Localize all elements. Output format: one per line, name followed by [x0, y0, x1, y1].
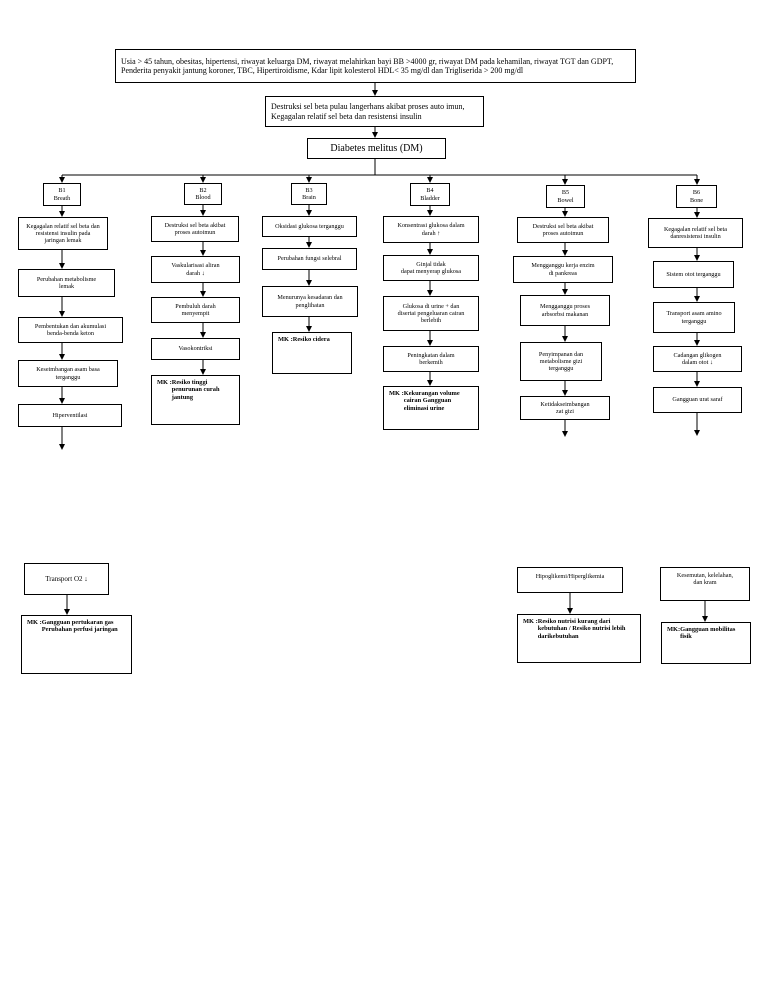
b1-step-2: Perubahan metabolisme lemak: [18, 269, 115, 297]
b3-mk-title: MK :: [278, 336, 293, 343]
b1-step-4: Keseimbangan asam basa terganggu: [18, 360, 118, 387]
b2-step-2: Vaskularisasi aliran darah ↓: [151, 256, 240, 283]
b6-step-3: Transport asam amino terganggu: [653, 302, 735, 333]
b4-step-2: Ginjal tidak dapat menyerap glukosa: [383, 255, 479, 281]
header-b2: B2 Blood: [184, 183, 222, 205]
b6-step-1: Kegagalan relatif sel beta danresistensi…: [648, 218, 743, 248]
pathophysiology-box: Destruksi sel beta pulau langerhans akib…: [265, 96, 484, 127]
b2-step-1: Destruksi sel beta akibat proses autoimu…: [151, 216, 239, 242]
b2-step-3: Pembuluh darah menyempit: [151, 297, 240, 323]
b6-mk-title: MK:: [667, 626, 681, 633]
b1-step-1: Kegagalan relatif sel beta dan resistens…: [18, 217, 108, 250]
b1-step-3: Pembentukan dan akumulasi benda-benda ke…: [18, 317, 123, 343]
risk-factors-box: Usia > 45 tahun, obesitas, hipertensi, r…: [115, 49, 636, 83]
header-b6: B6 Bone: [676, 185, 717, 208]
b3-mk-box: MK : Resiko cidera: [272, 332, 352, 374]
b4-mk-title: MK :: [389, 390, 404, 397]
b4-step-3: Glukosa di urine + dan disertai pengelua…: [383, 296, 479, 331]
header-b3: B3 Brain: [291, 183, 327, 205]
b2-mk-box: MK : Resiko tinggi penurunan curah jantu…: [151, 375, 240, 425]
b5-lower-box: Hipoglikemi/Hiperglikemia: [517, 567, 623, 593]
b5-step-3: Mengganggu proses arbsorbsi makanan: [520, 295, 610, 326]
b5-mk-box: MK : Resiko nutrisi kurang dari kebutuha…: [517, 614, 641, 663]
b2-mk-text: Resiko tinggi penurunan curah jantung: [171, 379, 220, 401]
b3-mk-text: Resiko cidera: [292, 336, 330, 343]
b1-step-5: Hiperventilasi: [18, 404, 122, 427]
b5-step-1: Destruksi sel beta akibat proses autoimu…: [517, 217, 609, 243]
b2-step-4: Vasokontriksi: [151, 338, 240, 360]
b6-mk-text: Gangguan mobilitas fisik: [680, 626, 736, 641]
b3-step-3: Menurunya kesadaran dan penglihatan: [262, 286, 358, 317]
b6-step-4: Cadangan glikogen dalam otot ↓: [653, 346, 742, 372]
b5-step-5: Ketidakseimbangan zat gizi: [520, 396, 610, 420]
b6-step-2: Sistem otot terganggu: [653, 261, 734, 288]
b1-mk-title: MK :: [27, 619, 42, 626]
b4-mk-text: Kekurangan volume cairan Gangguan elimin…: [403, 390, 460, 412]
b4-mk-box: MK : Kekurangan volume cairan Gangguan e…: [383, 386, 479, 430]
b5-mk-text: Resiko nutrisi kurang dari kebutuhan / R…: [537, 618, 626, 640]
b1-lower-box: Transport O2 ↓: [24, 563, 109, 595]
b4-step-4: Peningkatan dalam berkemih: [383, 346, 479, 372]
header-b5: B5 Bowel: [546, 185, 585, 208]
b5-mk-title: MK :: [523, 618, 538, 625]
b3-step-1: Oksidasi glukosa terganggu: [262, 216, 357, 237]
header-b4: B4 Bladder: [410, 183, 450, 206]
header-b1: B1 Breath: [43, 183, 81, 206]
b1-mk-box: MK : Gangguan pertukaran gas Perubahan p…: [21, 615, 132, 674]
b3-step-2: Perubahan fungsi selebral: [262, 248, 357, 270]
b5-step-2: Mengganggu kerja enzim di pankreas: [513, 256, 613, 283]
diabetes-melitus-box: Diabetes melitus (DM): [307, 138, 446, 159]
b6-step-5: Gangguan urat saraf: [653, 387, 742, 413]
b6-lower-box: Kesemutan, kelelahan, dan kram: [660, 567, 750, 601]
b4-step-1: Konsentrasi glukosa dalam darah ↑: [383, 216, 479, 243]
b5-step-4: Penyimpanan dan metabolisme gizi tergang…: [520, 342, 602, 381]
b6-mk-box: MK: Gangguan mobilitas fisik: [661, 622, 751, 664]
b2-mk-title: MK :: [157, 379, 172, 386]
b1-mk-text: Gangguan pertukaran gas Perubahan perfus…: [41, 619, 118, 634]
